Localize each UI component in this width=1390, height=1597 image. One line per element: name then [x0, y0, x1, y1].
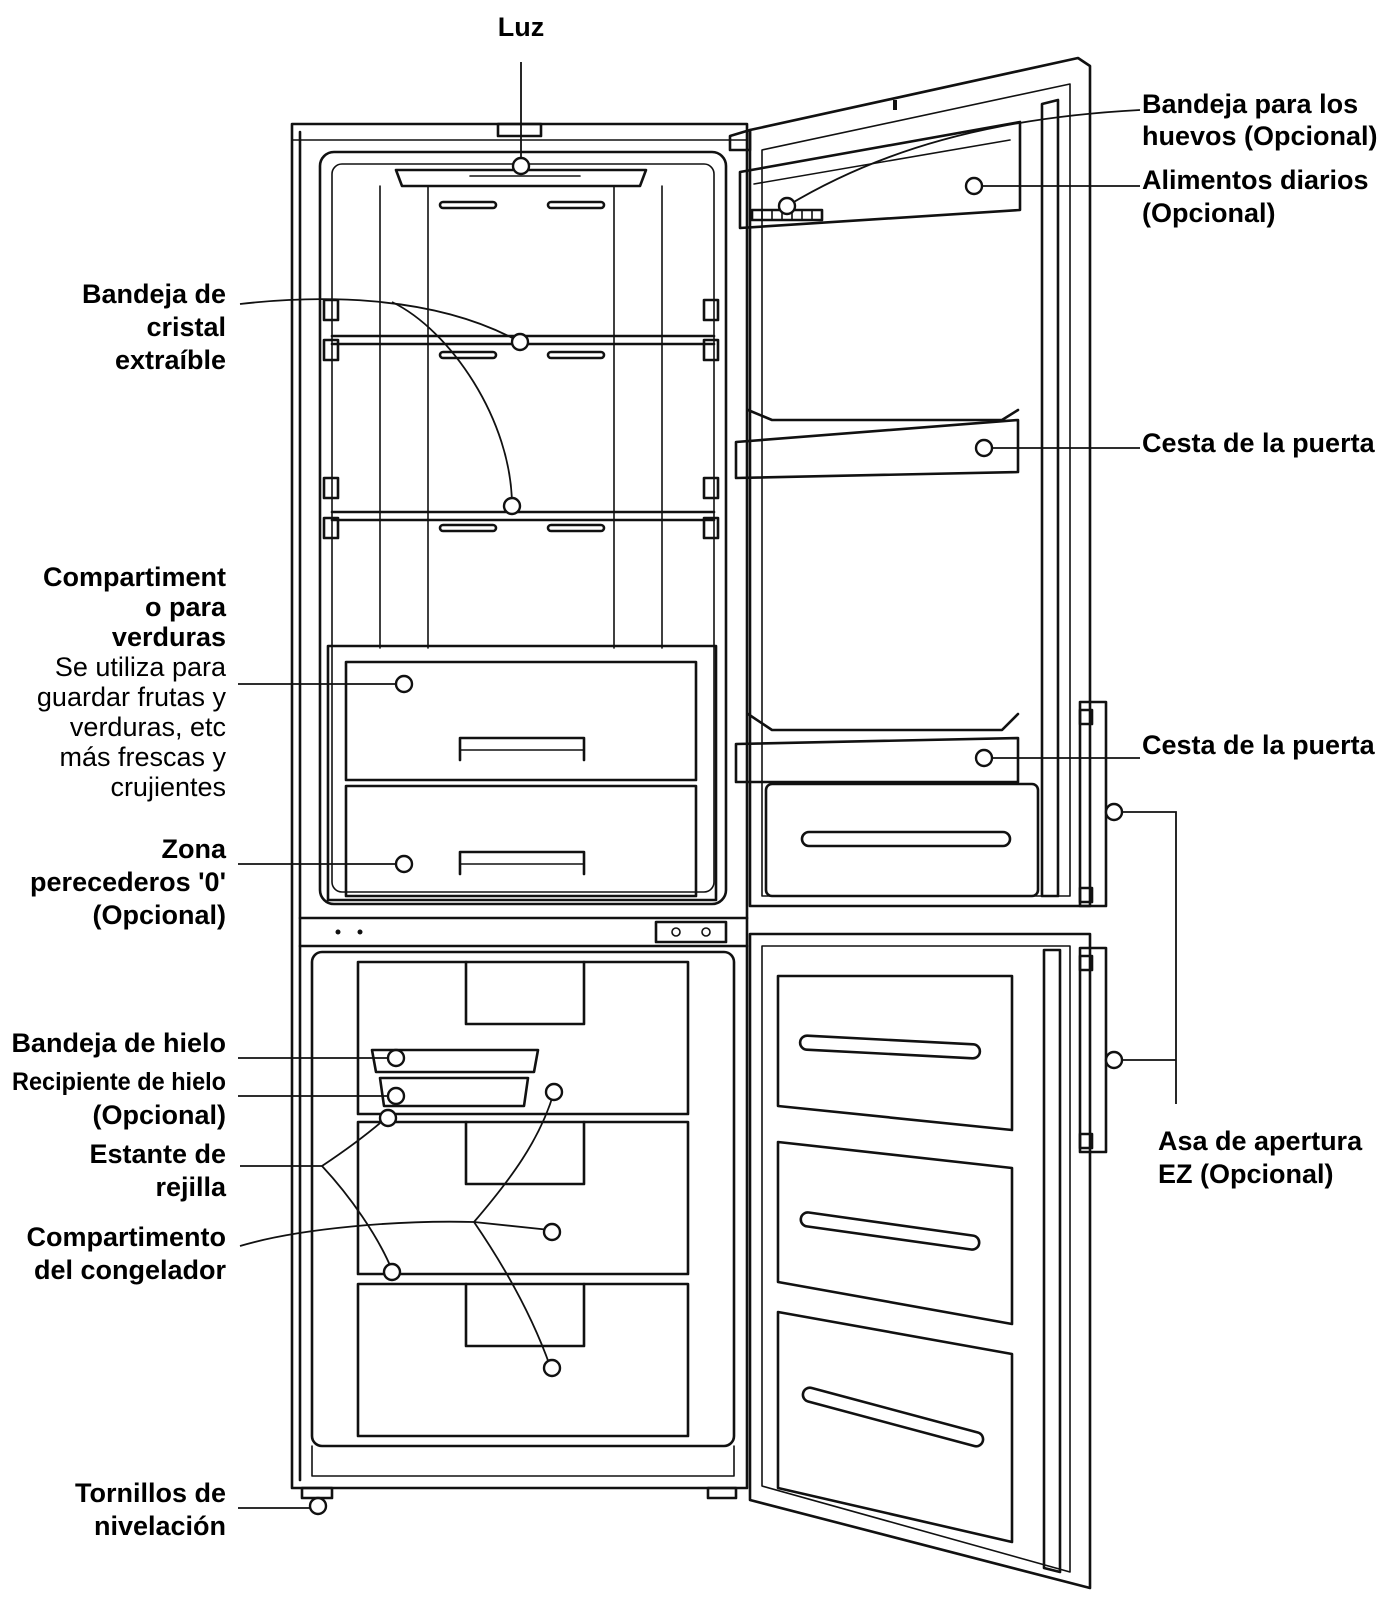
- label-luz: Luz: [498, 12, 545, 42]
- callout-dot-alimentos: [964, 176, 984, 196]
- callout-dot-congelador-1: [544, 1082, 564, 1102]
- freezer-drawer-2: [356, 1120, 690, 1276]
- callout-dot-congelador-3: [542, 1358, 562, 1378]
- label-verduras-desc-2: guardar frutas y: [37, 682, 227, 712]
- callout-dot-rejilla-2: [382, 1262, 402, 1282]
- door-basket-2: [734, 736, 1020, 784]
- label-tornillos-2: nivelación: [94, 1511, 226, 1541]
- callout-dot-cristal-1: [510, 332, 530, 352]
- label-verduras-desc-4: más frescas y: [59, 742, 226, 772]
- callout-dot-asa-2: [1104, 1050, 1124, 1070]
- label-estante-rejilla-1: Estante de: [89, 1139, 226, 1169]
- label-bandeja-hielo: Bandeja de hielo: [11, 1028, 226, 1058]
- vegetable-drawer: [344, 660, 698, 782]
- freezer-handle: [1078, 946, 1108, 1154]
- callout-dot-tornillos: [308, 1496, 328, 1516]
- label-tornillos-1: Tornillos de: [75, 1478, 226, 1508]
- leader-bandeja-huevos: [786, 109, 1141, 207]
- fridge-interior-inner: [331, 163, 715, 893]
- fridge-handle: [1078, 700, 1108, 908]
- callout-dot-cristal-2: [502, 496, 522, 516]
- zero-zone-drawer: [344, 784, 698, 898]
- freezer-drawer-3: [356, 1282, 690, 1438]
- divider-strip: [298, 916, 749, 948]
- label-perecederos-2: perecederos '0': [30, 867, 226, 897]
- label-congelador-2: del congelador: [34, 1255, 227, 1285]
- leader-lines: [238, 62, 1177, 1509]
- label-verduras-title-1: Compartiment: [43, 562, 226, 592]
- control-panel: [654, 920, 728, 944]
- label-bandeja-huevos-1: Bandeja para los: [1142, 89, 1358, 119]
- label-recipiente-hielo-2: (Opcional): [93, 1100, 227, 1130]
- back-panel-lines: [379, 185, 663, 649]
- callout-dot-cesta-1: [974, 438, 994, 458]
- callout-dot-rejilla-1: [378, 1108, 398, 1128]
- label-asa-apertura-1: Asa de apertura: [1158, 1126, 1363, 1156]
- label-bandeja-huevos-2: huevos (Opcional): [1142, 121, 1378, 151]
- cabinet-outline: [290, 122, 749, 1490]
- fridge-cabinet: [290, 122, 749, 1500]
- label-cesta-puerta-1: Cesta de la puerta: [1142, 428, 1376, 458]
- label-cesta-puerta-2: Cesta de la puerta: [1142, 730, 1376, 760]
- label-perecederos-3: (Opcional): [93, 900, 227, 930]
- label-recipiente-hielo-1: Recipiente de hielo: [12, 1068, 226, 1096]
- callout-dot-asa-1: [1104, 802, 1124, 822]
- label-perecederos-1: Zona: [162, 834, 227, 864]
- fridge-interior: [318, 150, 728, 906]
- vent-slots: [438, 200, 606, 533]
- ice-tray: [370, 1048, 540, 1074]
- callout-dot-luz: [511, 156, 531, 176]
- label-verduras-desc-5: crujientes: [110, 772, 226, 802]
- label-asa-apertura-2: EZ (Opcional): [1158, 1159, 1334, 1189]
- fridge-door-outline: [748, 56, 1092, 908]
- callout-dot-cesta-2: [974, 748, 994, 768]
- freezer-door-bin-2: [776, 1140, 1014, 1326]
- callout-dot-recipiente-hielo: [386, 1086, 406, 1106]
- label-alimentos-diarios-2: (Opcional): [1142, 198, 1276, 228]
- label-verduras-title-3: verduras: [112, 622, 226, 652]
- label-bandeja-cristal-3: extraíble: [115, 345, 226, 375]
- top-light-housing: [496, 122, 543, 138]
- crisper-frame: [326, 644, 718, 902]
- labels: Luz Bandeja para los huevos (Opcional) A…: [11, 12, 1377, 1541]
- callout-dot-huevos: [777, 196, 797, 216]
- light-fixture: [394, 168, 648, 188]
- leader-asa-apertura: [1114, 811, 1177, 1104]
- callout-dot-congelador-2: [542, 1222, 562, 1242]
- freezer-door-bin-1: [776, 974, 1014, 1132]
- door-basket-1: [734, 418, 1020, 480]
- label-estante-rejilla-2: rejilla: [155, 1172, 227, 1202]
- dairy-compartment: [738, 120, 1022, 230]
- callout-dot-perecederos: [394, 854, 414, 874]
- callout-dot-bandeja-hielo: [386, 1048, 406, 1068]
- fridge-door: [728, 56, 1108, 908]
- freezer-drawer-1: [356, 960, 690, 1116]
- freezer-interior: [310, 950, 736, 1448]
- label-bandeja-cristal-1: Bandeja de: [82, 279, 226, 309]
- label-bandeja-cristal-2: cristal: [146, 312, 226, 342]
- label-congelador-1: Compartimento: [26, 1222, 226, 1252]
- leveling-foot-right: [706, 1486, 738, 1500]
- leveling-foot-left: [300, 1486, 334, 1500]
- leader-bandeja-cristal-2: [391, 301, 513, 507]
- callout-dot-verduras: [394, 674, 414, 694]
- label-verduras-desc-1: Se utiliza para: [55, 652, 227, 682]
- callout-dots: [308, 156, 1124, 1516]
- freezer-door-outline: [748, 932, 1092, 1590]
- label-alimentos-diarios-1: Alimentos diarios: [1142, 165, 1369, 195]
- freezer-door-bin-3: [776, 1310, 1014, 1544]
- freezer-door: [748, 932, 1108, 1590]
- leader-congelador: [239, 1220, 475, 1247]
- label-verduras-title-2: o para: [145, 592, 227, 622]
- door-bin-lower: [764, 782, 1040, 898]
- leader-bandeja-cristal-1: [239, 298, 521, 343]
- label-verduras-desc-3: verduras, etc: [70, 712, 226, 742]
